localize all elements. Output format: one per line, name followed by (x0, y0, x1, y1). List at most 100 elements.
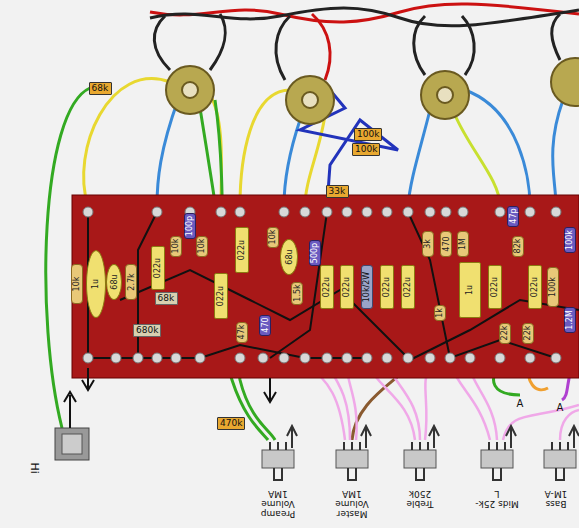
drawing-stroke (552, 426, 579, 480)
component-value: 10k/2W (363, 272, 371, 303)
resistor: 82k (512, 236, 524, 257)
drawing-stroke (133, 353, 143, 363)
value-tag: 470k (217, 417, 245, 430)
component-value: 10k (73, 277, 81, 292)
component-value: 022u (238, 240, 246, 260)
component-value: 1M (459, 238, 467, 250)
drawing-stroke (408, 110, 430, 206)
component-value: 33k (329, 187, 346, 196)
component-value: 022u (154, 258, 162, 278)
resistor: 100k (547, 267, 559, 307)
capacitor: 500p (309, 240, 321, 266)
board-wiring (88, 212, 579, 360)
drawing-stroke (403, 207, 413, 217)
drawing-stroke (210, 14, 225, 70)
drawing-stroke (258, 353, 268, 363)
drawing-stroke (62, 434, 82, 454)
component-value: 47k (238, 325, 246, 340)
wire-label: A (554, 402, 566, 413)
drawing-stroke (525, 207, 535, 217)
drawing-stroke (495, 207, 505, 217)
drawing-stroke (551, 207, 561, 217)
pot-label: Master Volume 1MA (330, 488, 374, 518)
jack-label: Hi (28, 458, 40, 478)
drawing-stroke (150, 8, 579, 26)
capacitor: 022u (214, 273, 228, 319)
drawing-stroke (489, 426, 516, 480)
drawing-stroke (382, 207, 392, 217)
component-value: 022u (404, 277, 412, 297)
component-value: 1u (92, 279, 100, 289)
bottom-pots (262, 426, 579, 480)
component-value: 2.7k (127, 273, 135, 290)
resistor: 68k (155, 292, 178, 305)
drawing-stroke (284, 120, 300, 206)
drawing-stroke (544, 450, 576, 468)
resistor: 680k (133, 324, 161, 337)
drawing-stroke (120, 270, 579, 360)
drawing-stroke (421, 71, 469, 119)
resistor: 1k (434, 305, 446, 321)
drawing-stroke (55, 428, 89, 460)
drawing-stroke (462, 16, 474, 75)
capacitor: 10k/2W (361, 265, 373, 309)
drawing-stroke (425, 207, 435, 217)
resistor: 10k (196, 236, 208, 257)
capacitor: 022u (340, 265, 354, 309)
drawing-stroke (166, 66, 214, 114)
drawing-stroke (171, 353, 181, 363)
drawing-stroke (270, 426, 297, 480)
capacitor: 022u (151, 246, 165, 290)
component-value: 100k (357, 130, 379, 139)
drawing-stroke (425, 353, 435, 363)
resistor: 10k (71, 264, 83, 304)
value-tag: 100k (354, 128, 382, 141)
component-value: 022u (343, 277, 351, 297)
drawing-stroke (154, 16, 170, 70)
pot-label: Treble 250k (398, 488, 442, 508)
drawing-stroke (336, 450, 368, 468)
resistor: 22k (499, 323, 511, 344)
component-value: 47p (509, 208, 517, 223)
resistor: 470 (440, 231, 452, 257)
drawing-stroke (412, 426, 439, 480)
drawing-stroke (64, 392, 76, 428)
component-value: 1k (436, 308, 444, 318)
resistor: 47k (236, 322, 248, 343)
capacitor: 022u (235, 227, 249, 273)
drawing-stroke (525, 353, 535, 363)
component-value: 82k (514, 239, 522, 254)
heater-wires (150, 4, 579, 80)
drawing-stroke (362, 207, 372, 217)
component-value: 100k (549, 277, 557, 297)
pot-label: Preamp Volume 1MA (256, 488, 300, 518)
resistor: 2.7k (125, 264, 137, 300)
drawing-stroke (279, 353, 289, 363)
component-value: 500p (311, 243, 319, 263)
drawing-stroke (88, 357, 200, 359)
drawing-stroke (408, 212, 556, 358)
drawing-stroke (264, 378, 276, 402)
drawing-stroke (111, 353, 121, 363)
component-value: 22k (501, 326, 509, 341)
component-value: 10k (269, 230, 277, 245)
drawing-stroke (276, 16, 290, 80)
pot-label: Bass 1M-A (537, 488, 575, 508)
component-value: 1.5k (293, 284, 301, 301)
drawing-stroke (552, 14, 560, 60)
component-value: 3k (424, 239, 432, 249)
drawing-stroke (235, 207, 245, 217)
component-value: 022u (531, 277, 539, 297)
resistor: 1.5k (291, 282, 303, 305)
component-value: 470k (220, 419, 242, 428)
drawing-stroke (414, 16, 425, 75)
tag-holes (83, 207, 561, 363)
capacitor: 1.2M (564, 307, 576, 333)
drawing-stroke (322, 353, 332, 363)
drawing-stroke (305, 115, 325, 206)
drawing-stroke (235, 353, 245, 363)
component-value: 022u (383, 277, 391, 297)
ground-arrows (82, 368, 276, 402)
drawing-stroke (152, 207, 162, 217)
